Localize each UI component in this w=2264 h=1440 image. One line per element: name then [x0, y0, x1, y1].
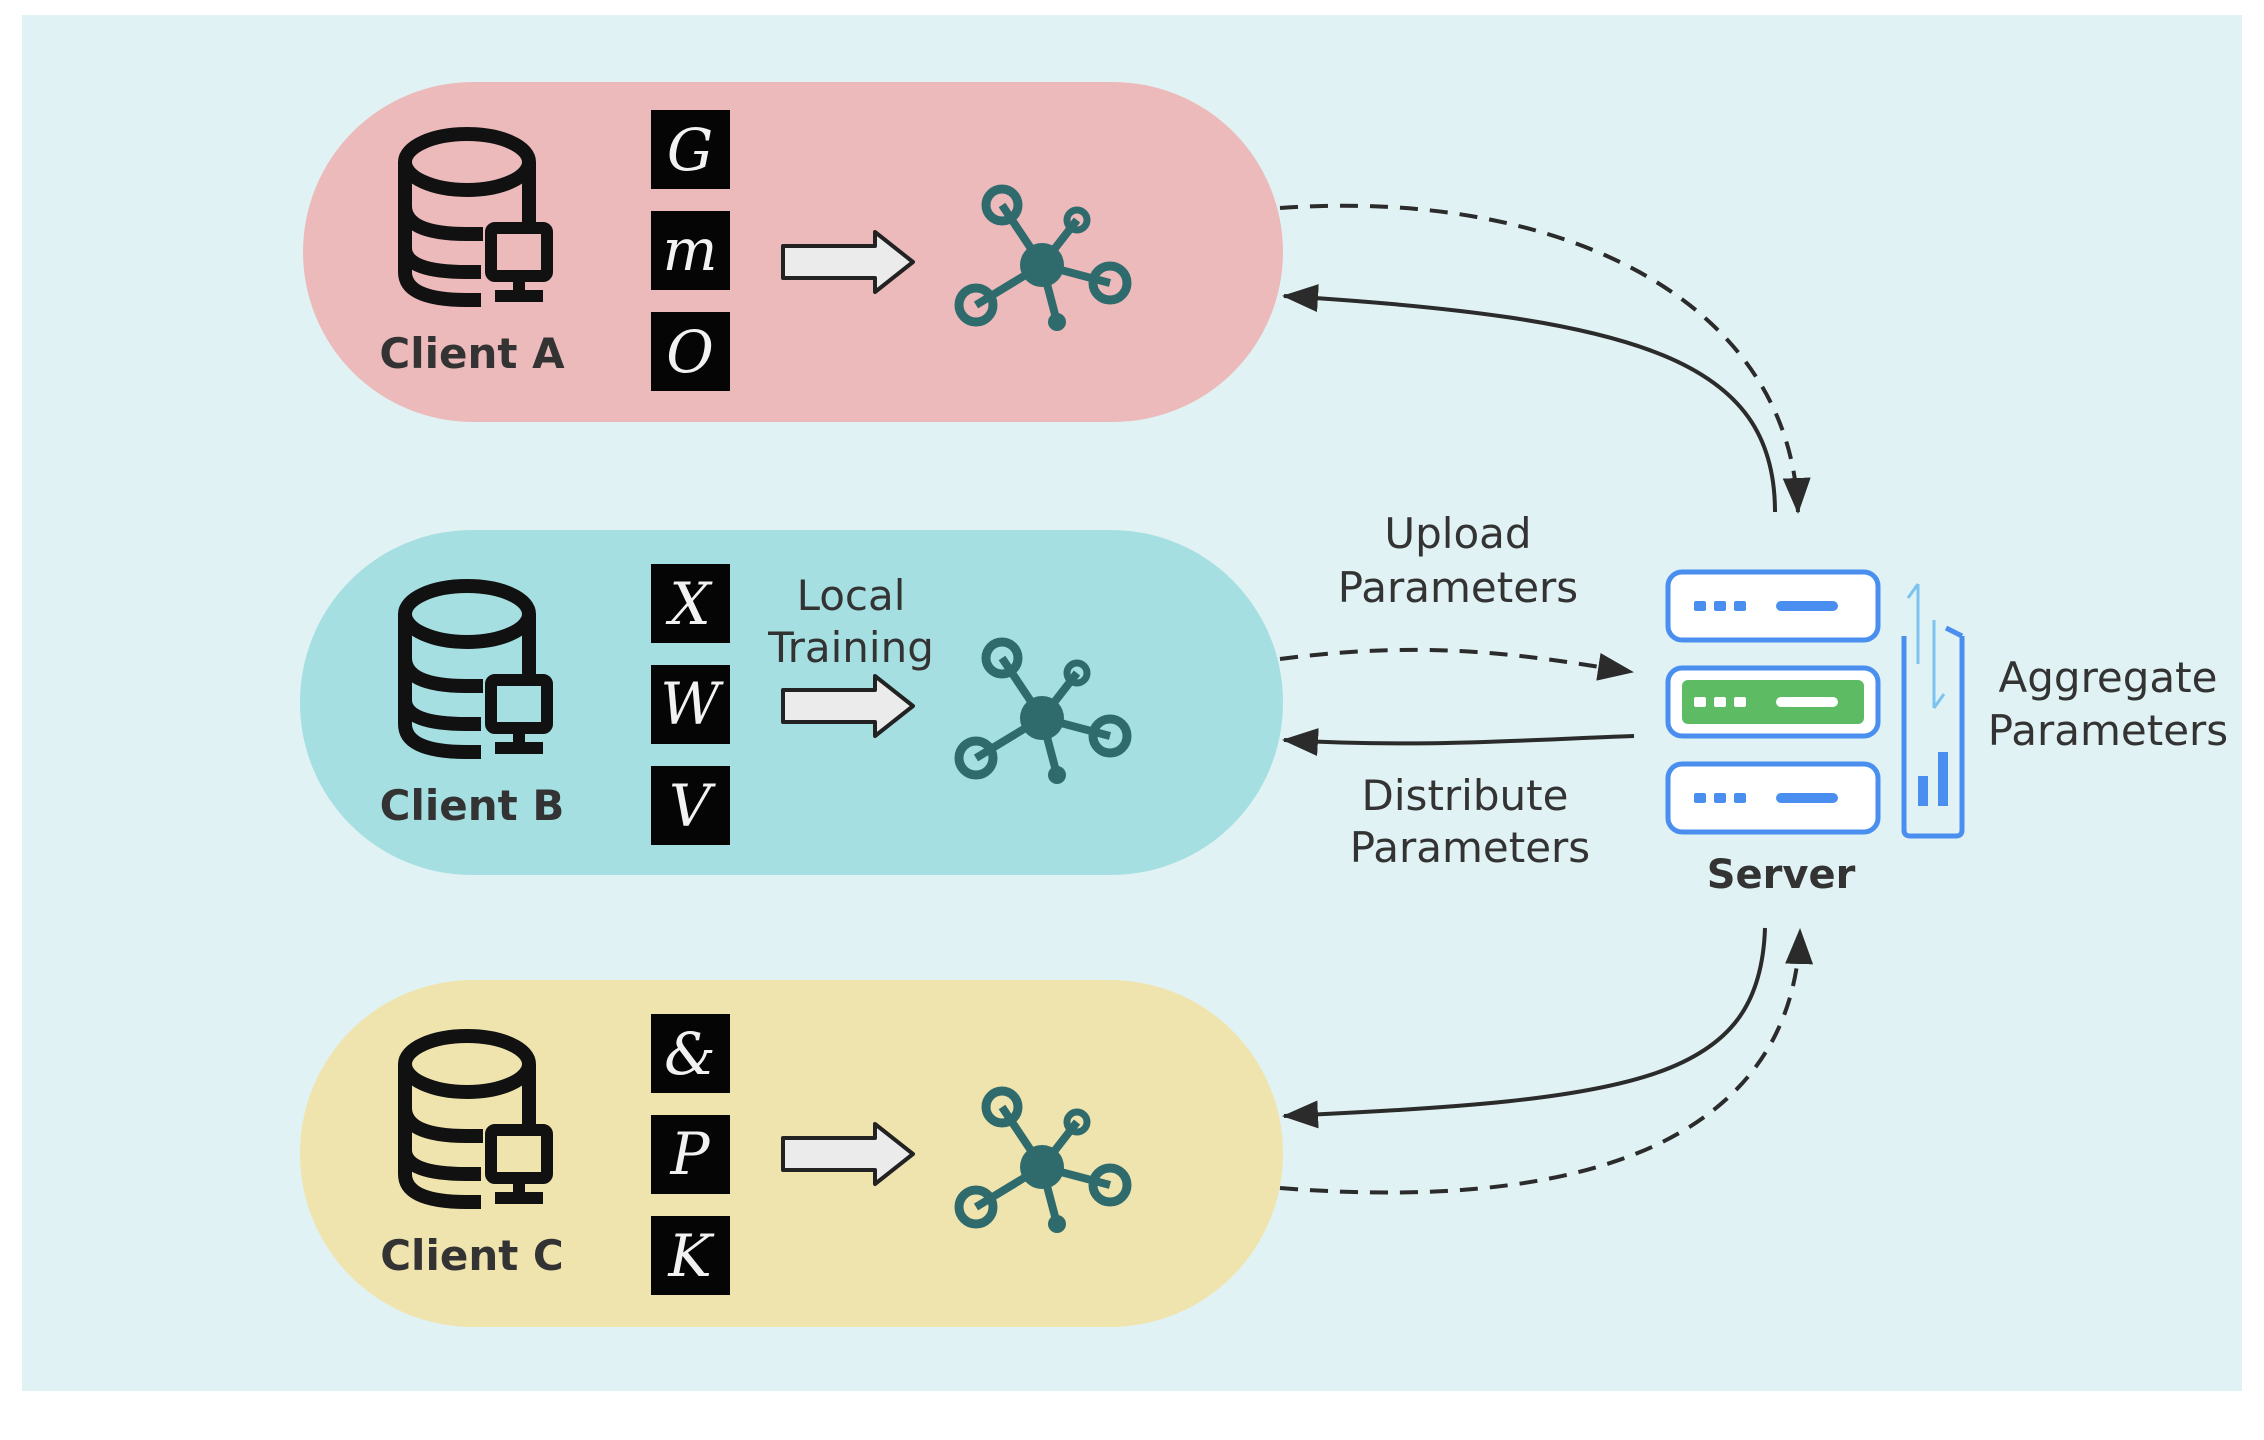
client-a-group: Client A G m O [303, 82, 1283, 422]
aggregate-chart-icon [1901, 583, 1965, 839]
sample-glyph: m [663, 216, 718, 284]
local-training-label-line2: Training [767, 623, 934, 672]
sample-glyph: G [667, 116, 713, 184]
upload-arrow-a [1279, 203, 1811, 514]
sample-image [651, 766, 730, 845]
upload-arrow-b [1279, 647, 1634, 681]
client-c-group: Client C & P K [300, 980, 1283, 1327]
client-c-label: Client C [380, 1231, 564, 1280]
sample-image [651, 1014, 730, 1093]
sample-glyph: W [660, 670, 724, 738]
sample-image [651, 312, 730, 391]
distribute-label-line1: Distribute [1362, 771, 1569, 820]
sample-glyph: P [669, 1120, 710, 1188]
sample-image [651, 665, 730, 744]
sample-glyph: & [664, 1020, 716, 1088]
sample-image [651, 1115, 730, 1194]
sample-glyph: X [665, 570, 713, 638]
aggregate-label-line2: Parameters [1988, 706, 2228, 755]
client-b-label: Client B [380, 781, 565, 830]
sample-image [651, 1216, 730, 1295]
sample-image [651, 211, 730, 290]
sample-glyph: V [669, 772, 716, 840]
sample-glyph: O [666, 318, 714, 386]
upload-arrow-c [1279, 928, 1814, 1195]
client-b-group: Client B X W V Local Training [300, 530, 1283, 875]
distribute-arrow-c [1282, 927, 1767, 1129]
distribute-label-line2: Parameters [1350, 823, 1590, 872]
upload-label-line2: Parameters [1338, 563, 1578, 612]
aggregate-label-line1: Aggregate [1999, 653, 2218, 702]
upload-label-line1: Upload [1384, 509, 1531, 558]
client-c-samples: & P K [651, 1014, 730, 1295]
client-a-label: Client A [379, 329, 565, 378]
local-training-label-line1: Local [797, 571, 906, 620]
sample-image [651, 110, 730, 189]
sample-image [651, 564, 730, 643]
client-a-samples: G m O [651, 110, 730, 391]
client-b-samples: X W V [651, 564, 730, 845]
sample-glyph: K [667, 1222, 715, 1290]
distribute-arrow-b [1282, 728, 1635, 756]
server-label: Server [1707, 852, 1856, 898]
distribute-arrow-a [1282, 284, 1777, 513]
flow-arrows [1279, 203, 1814, 1195]
server-rack-icon [1665, 569, 1881, 835]
